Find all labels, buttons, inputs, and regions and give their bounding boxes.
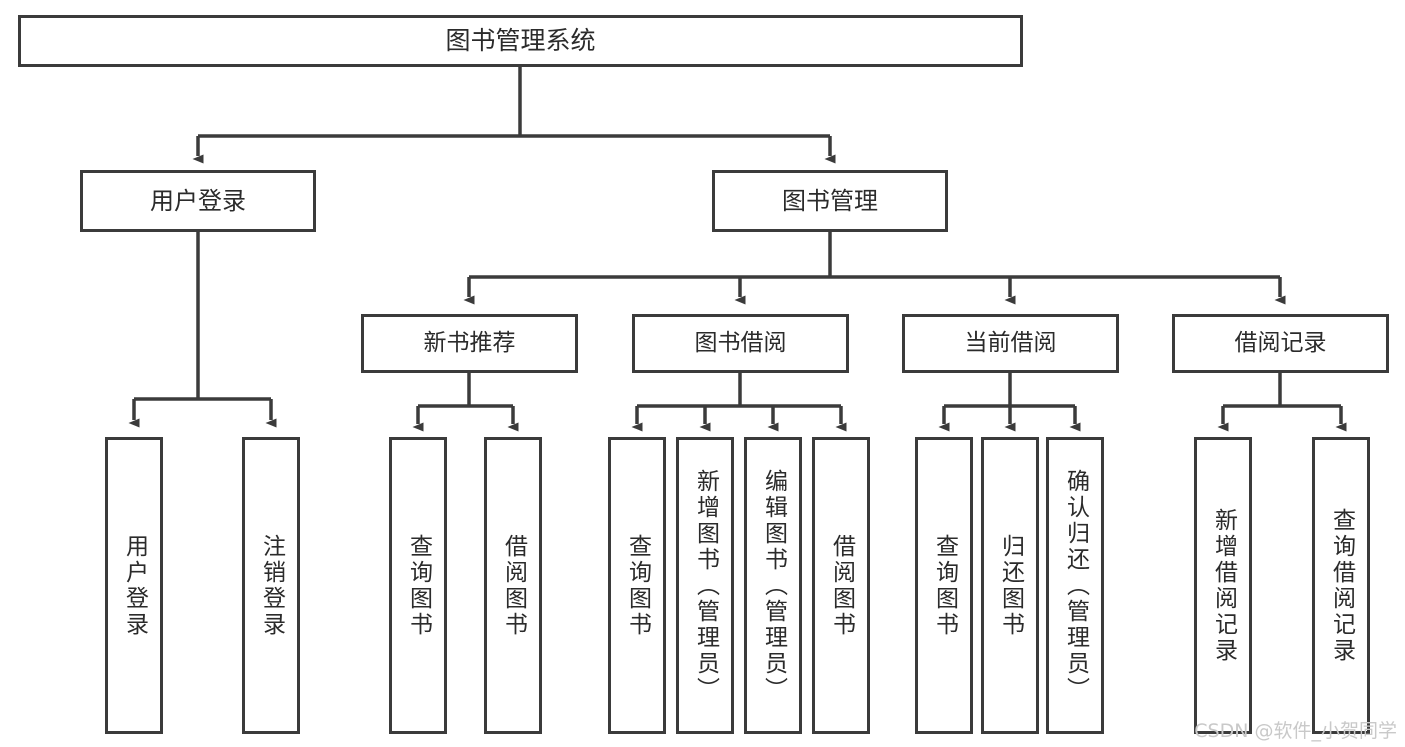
node-book-borrow[interactable]: 图书借阅 (632, 314, 849, 373)
node-book-manage[interactable]: 图书管理 (712, 170, 948, 232)
node-leaf-query-book-current[interactable]: 查询图书 (915, 437, 973, 734)
node-leaf-edit-book-admin-label: 编辑图书（管理员） (760, 468, 787, 703)
node-current-borrow[interactable]: 当前借阅 (902, 314, 1119, 373)
node-leaf-user-logout-label: 注销登录 (258, 533, 285, 638)
node-user-login-label: 用户登录 (150, 186, 246, 215)
node-leaf-edit-book-admin[interactable]: 编辑图书（管理员） (744, 437, 802, 734)
node-leaf-add-book-admin-label: 新增图书（管理员） (692, 468, 719, 703)
node-leaf-add-book-admin[interactable]: 新增图书（管理员） (676, 437, 734, 734)
node-leaf-user-login-label: 用户登录 (121, 533, 148, 638)
node-book-manage-label: 图书管理 (782, 186, 878, 215)
node-leaf-return-book[interactable]: 归还图书 (981, 437, 1039, 734)
node-root[interactable]: 图书管理系统 (18, 15, 1023, 67)
node-new-book-recommend[interactable]: 新书推荐 (361, 314, 578, 373)
node-current-borrow-label: 当前借阅 (964, 329, 1057, 356)
node-leaf-borrow-book-recommend[interactable]: 借阅图书 (484, 437, 542, 734)
node-leaf-return-book-label: 归还图书 (997, 533, 1024, 638)
watermark-text: CSDN @软件_小贺同学 (1194, 720, 1397, 742)
node-leaf-query-book-borrow[interactable]: 查询图书 (608, 437, 666, 734)
node-leaf-add-borrow-record-label: 新增借阅记录 (1210, 507, 1237, 664)
node-borrow-record[interactable]: 借阅记录 (1172, 314, 1389, 373)
node-leaf-borrow-book[interactable]: 借阅图书 (812, 437, 870, 734)
node-leaf-query-book-borrow-label: 查询图书 (624, 533, 651, 638)
node-root-label: 图书管理系统 (445, 26, 596, 56)
node-book-borrow-label: 图书借阅 (694, 329, 787, 356)
node-new-book-recommend-label: 新书推荐 (423, 329, 516, 356)
node-leaf-query-book-recommend-label: 查询图书 (405, 533, 432, 638)
node-leaf-query-book-current-label: 查询图书 (931, 533, 958, 638)
node-leaf-query-borrow-record[interactable]: 查询借阅记录 (1312, 437, 1370, 734)
node-leaf-query-borrow-record-label: 查询借阅记录 (1328, 507, 1355, 664)
node-leaf-query-book-recommend[interactable]: 查询图书 (389, 437, 447, 734)
node-leaf-confirm-return-admin[interactable]: 确认归还（管理员） (1046, 437, 1104, 734)
node-leaf-user-login[interactable]: 用户登录 (105, 437, 163, 734)
node-leaf-user-logout[interactable]: 注销登录 (242, 437, 300, 734)
node-leaf-borrow-book-recommend-label: 借阅图书 (500, 533, 527, 638)
node-leaf-borrow-book-label: 借阅图书 (828, 533, 855, 638)
node-leaf-confirm-return-admin-label: 确认归还（管理员） (1062, 468, 1089, 703)
node-leaf-add-borrow-record[interactable]: 新增借阅记录 (1194, 437, 1252, 734)
node-borrow-record-label: 借阅记录 (1234, 329, 1327, 356)
node-user-login[interactable]: 用户登录 (80, 170, 316, 232)
